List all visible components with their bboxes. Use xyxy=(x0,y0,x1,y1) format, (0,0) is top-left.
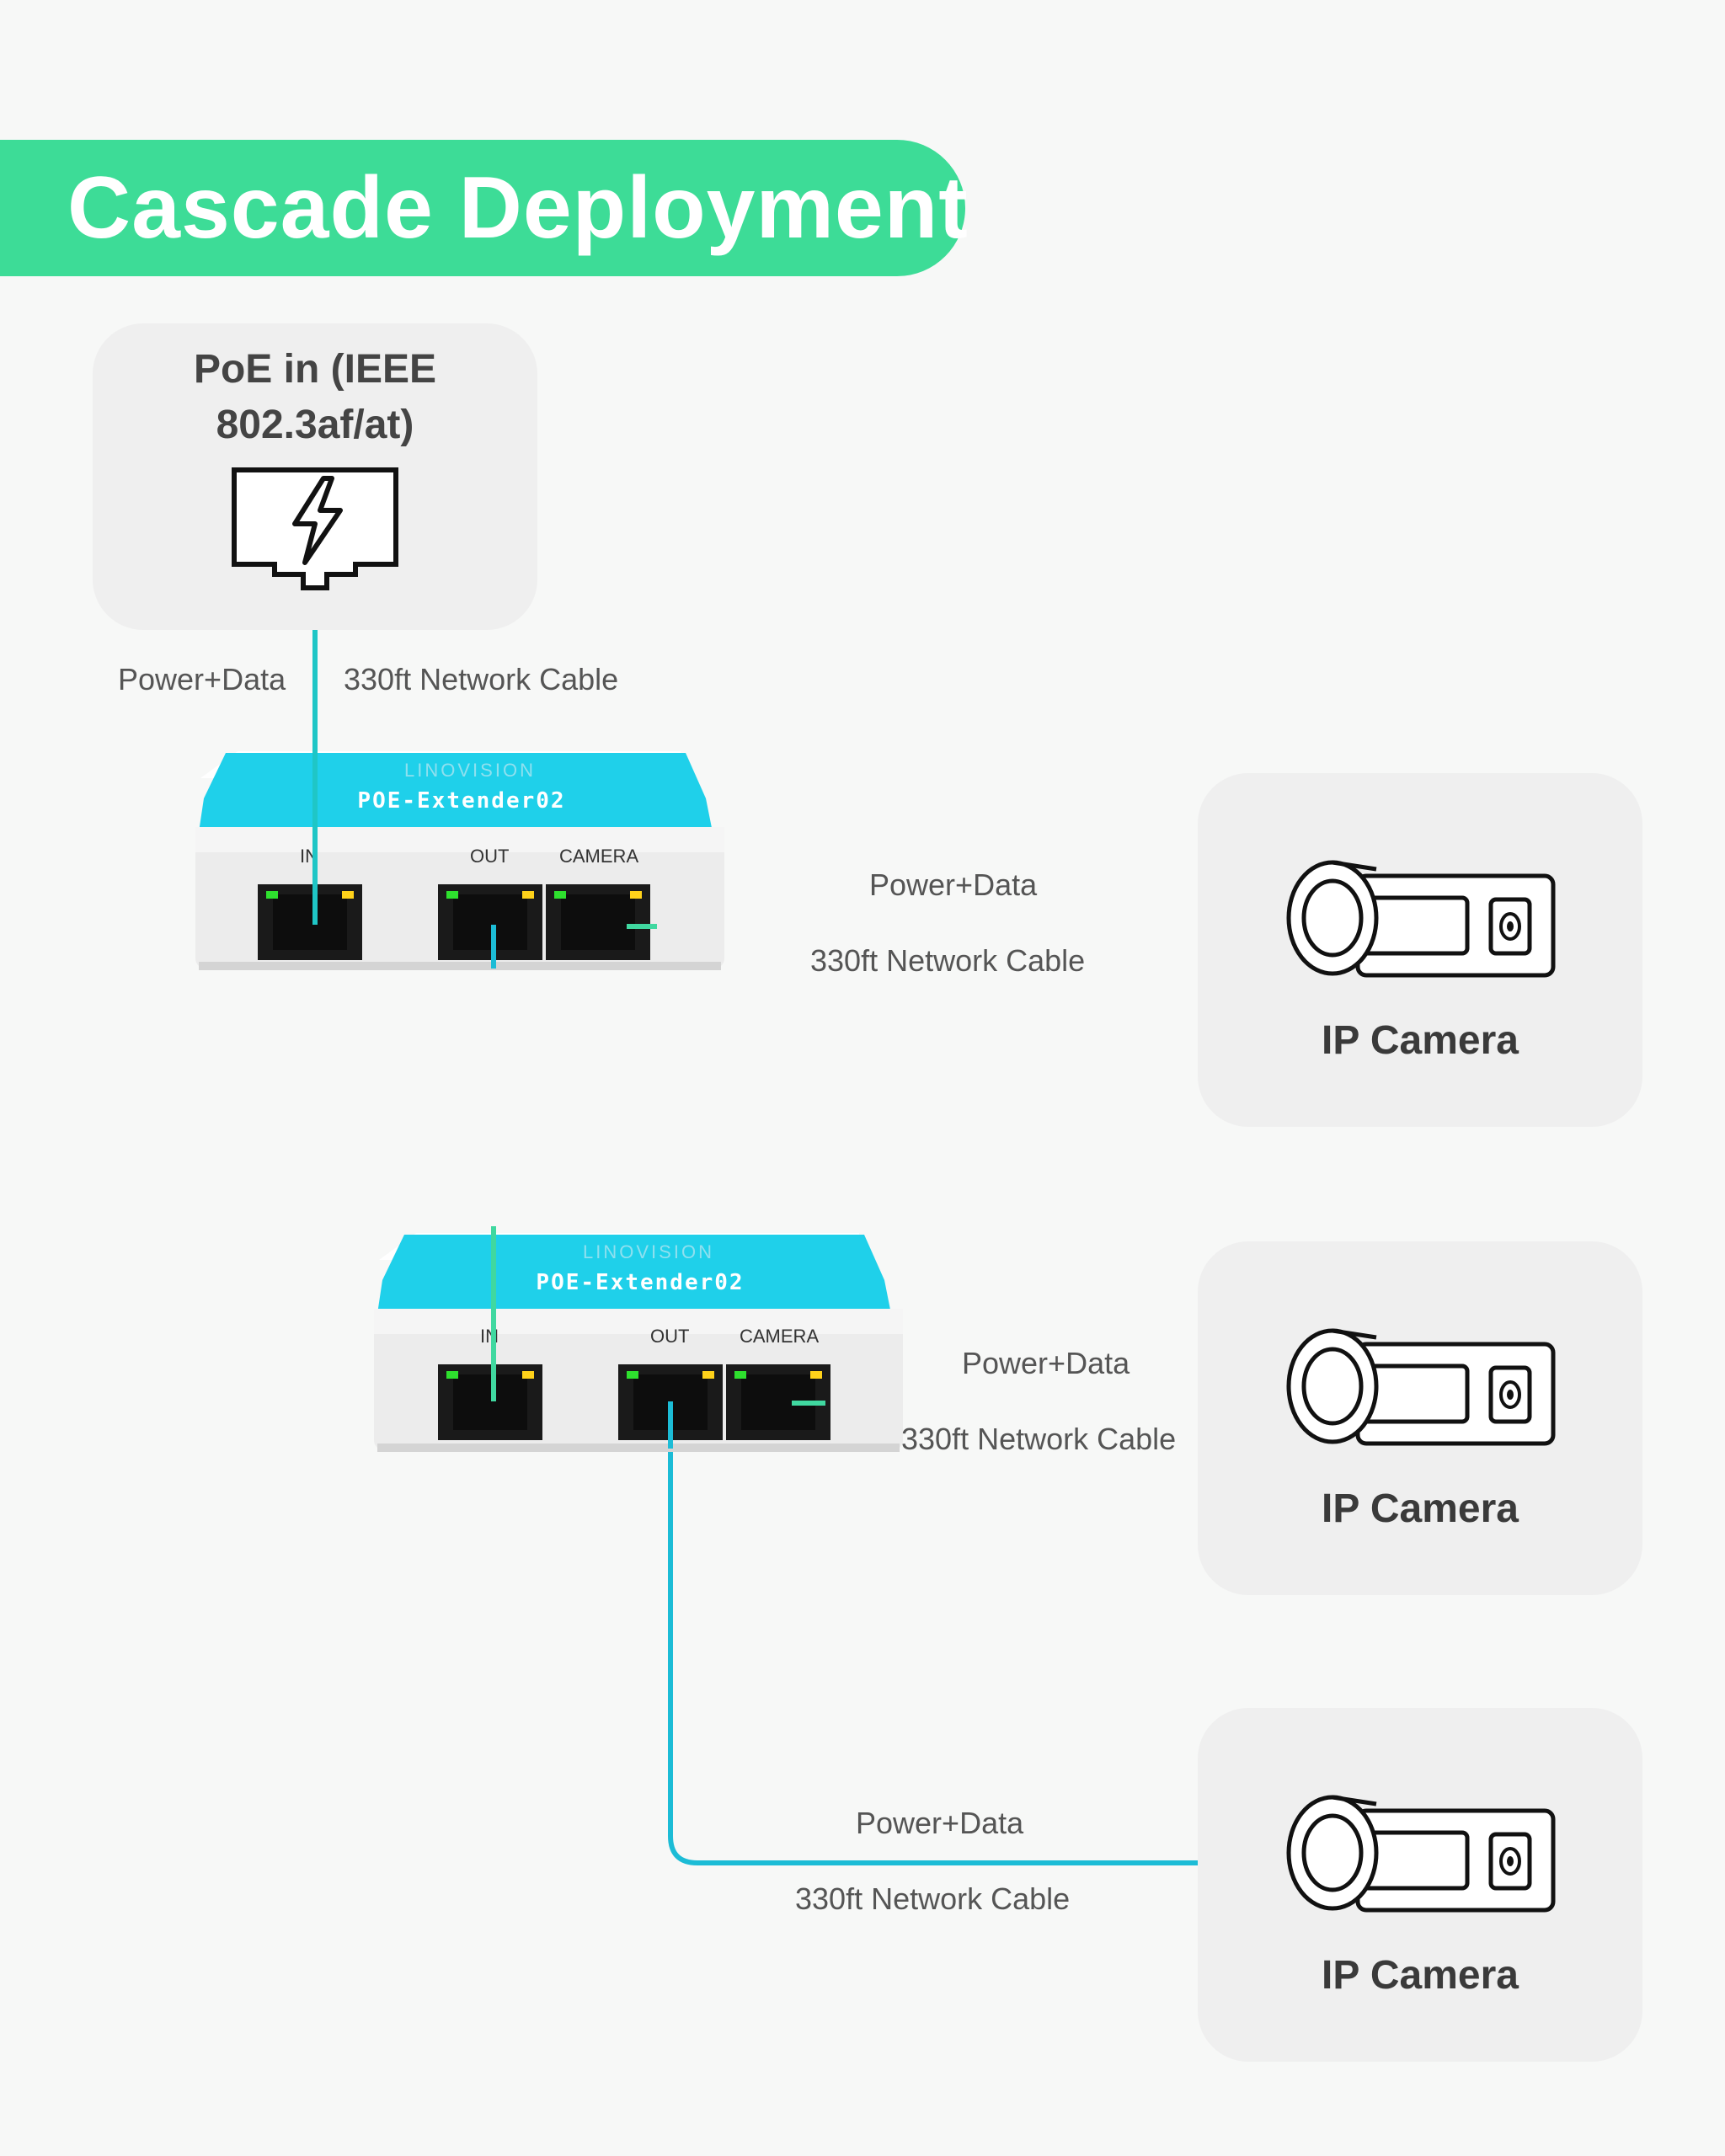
poe-source-label-line2: 802.3af/at) xyxy=(216,403,414,447)
device-1-camera-label: CAMERA xyxy=(559,846,639,867)
device-1-model: POE-Extender02 xyxy=(357,788,566,814)
camera-1-label: IP Camera xyxy=(1322,1018,1519,1063)
device-1-in-label: IN xyxy=(300,846,318,867)
bullet-camera-icon xyxy=(1286,860,1556,978)
camera-2-cable-label: 330ft Network Cable xyxy=(901,1422,1177,1456)
device-1-brand: LINOVISION xyxy=(404,760,536,781)
title-banner: Cascade Deployment xyxy=(0,140,968,276)
poe-source-label-line1: PoE in (IEEE xyxy=(193,347,437,392)
poe-source-card: PoE in (IEEE 802.3af/at) xyxy=(93,323,537,630)
device-2-camera-label: CAMERA xyxy=(740,1326,820,1347)
camera-1-power-data-label: Power+Data xyxy=(869,867,1038,902)
poe-extender-device-1: LINOVISION POE-Extender02 IN OUT CAMERA xyxy=(192,744,731,997)
camera-3-label: IP Camera xyxy=(1322,1953,1519,1998)
camera-2-label: IP Camera xyxy=(1322,1486,1519,1531)
poe-extender-device-2: LINOVISION POE-Extender02 IN OUT CAMERA xyxy=(371,1226,910,1479)
bullet-camera-icon xyxy=(1286,1795,1556,1913)
camera-card-3: IP Camera xyxy=(1198,1708,1642,2062)
page-title: Cascade Deployment xyxy=(67,159,969,257)
device-2-model: POE-Extender02 xyxy=(536,1270,745,1295)
camera-2-power-data-label: Power+Data xyxy=(962,1346,1130,1380)
device-1-out-label: OUT xyxy=(470,846,510,867)
source-power-data-label: Power+Data xyxy=(118,662,286,696)
cable-device2-to-camera3 xyxy=(668,1401,1287,1865)
bullet-camera-icon xyxy=(1286,1328,1556,1446)
poe-bolt-jack-icon xyxy=(232,467,398,590)
device-2-body xyxy=(374,1233,903,1452)
source-cable-label: 330ft Network Cable xyxy=(344,662,619,696)
camera-card-2: IP Camera xyxy=(1198,1241,1642,1595)
device-2-brand: LINOVISION xyxy=(583,1241,714,1262)
camera-3-power-data-label: Power+Data xyxy=(856,1806,1024,1840)
poe-source-label: PoE in (IEEE 802.3af/at) xyxy=(93,342,537,453)
device-2-out-label: OUT xyxy=(650,1326,690,1347)
device-1-body xyxy=(195,751,724,970)
camera-card-1: IP Camera xyxy=(1198,773,1642,1127)
camera-3-cable-label: 330ft Network Cable xyxy=(795,1881,1071,1916)
device-2-in-label: IN xyxy=(480,1326,499,1347)
camera-1-cable-label: 330ft Network Cable xyxy=(810,943,1086,978)
